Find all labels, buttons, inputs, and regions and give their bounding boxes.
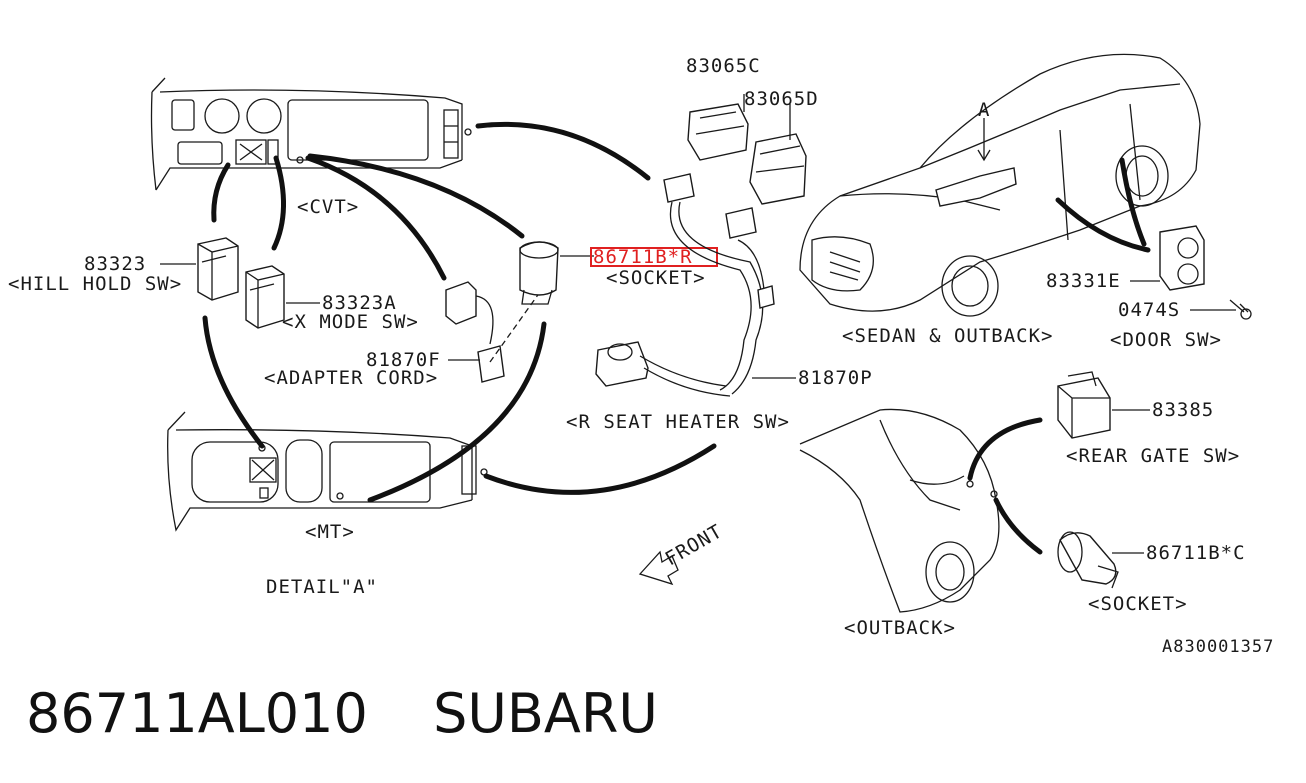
adapter-cord-drawing — [445, 281, 541, 383]
highlight-box — [590, 247, 718, 267]
socket-drawing — [519, 241, 559, 305]
x-mode-switch-drawing — [245, 265, 285, 329]
door-sw-label: <DOOR SW> — [1110, 329, 1222, 351]
part-83065d-label: 83065D — [744, 88, 819, 110]
part-83323a-label: 83323A — [322, 292, 397, 314]
cvt-label: <CVT> — [297, 196, 359, 218]
a-marker-label: A — [978, 99, 990, 121]
rear-gate-switch-drawing — [1057, 371, 1111, 439]
sedan-outback-label: <SEDAN & OUTBACK> — [842, 325, 1053, 347]
seat-heater-sw-label: <R SEAT HEATER SW> — [566, 411, 790, 433]
part-81870f-label: 81870F — [366, 349, 441, 371]
detail-label: DETAIL"A" — [266, 576, 378, 598]
door-switch-drawing — [1159, 225, 1252, 320]
mt-label: <MT> — [305, 521, 355, 543]
brand-name: SUBARU — [433, 682, 658, 745]
parts-diagram: <CVT> <MT> DETAIL"A" 83323 <HILL HOLD SW… — [8, 53, 1274, 657]
adapter-cord-label: <ADAPTER CORD> — [264, 367, 438, 389]
mt-console-drawing — [167, 411, 488, 532]
part-number: 86711AL010 — [26, 682, 368, 745]
part-83323-label: 83323 — [84, 253, 146, 275]
hill-hold-switch-drawing — [197, 237, 239, 301]
outback-car-drawing — [799, 408, 1043, 613]
reference-code: A830001357 — [1162, 637, 1274, 657]
part-0474s-label: 0474S — [1118, 299, 1180, 321]
part-83065c-label: 83065C — [686, 55, 761, 77]
detail-leader-arcs — [202, 121, 717, 503]
part-81870p-label: 81870P — [798, 367, 873, 389]
cvt-console-drawing — [150, 77, 472, 191]
sedan-car-drawing — [799, 53, 1201, 317]
title-bar: 86711AL010 SUBARU — [26, 682, 706, 745]
part-86711bc-label: 86711B*C — [1146, 542, 1246, 564]
socket-2-drawing — [1057, 531, 1119, 589]
outback-label: <OUTBACK> — [844, 617, 956, 639]
part-83331e-label: 83331E — [1046, 270, 1121, 292]
x-mode-sw-label: <X MODE SW> — [282, 311, 419, 333]
socket-label: <SOCKET> — [606, 267, 706, 289]
part-86711br-label: 86711B*R — [593, 246, 693, 268]
part-83385-label: 83385 — [1152, 399, 1214, 421]
socket-2-label: <SOCKET> — [1088, 593, 1188, 615]
front-arrow — [638, 550, 679, 586]
front-label: FRONT — [662, 520, 727, 570]
seat-heater-harness-drawing — [595, 94, 807, 397]
hill-hold-sw-label: <HILL HOLD SW> — [8, 273, 182, 295]
rear-gate-sw-label: <REAR GATE SW> — [1066, 445, 1240, 467]
